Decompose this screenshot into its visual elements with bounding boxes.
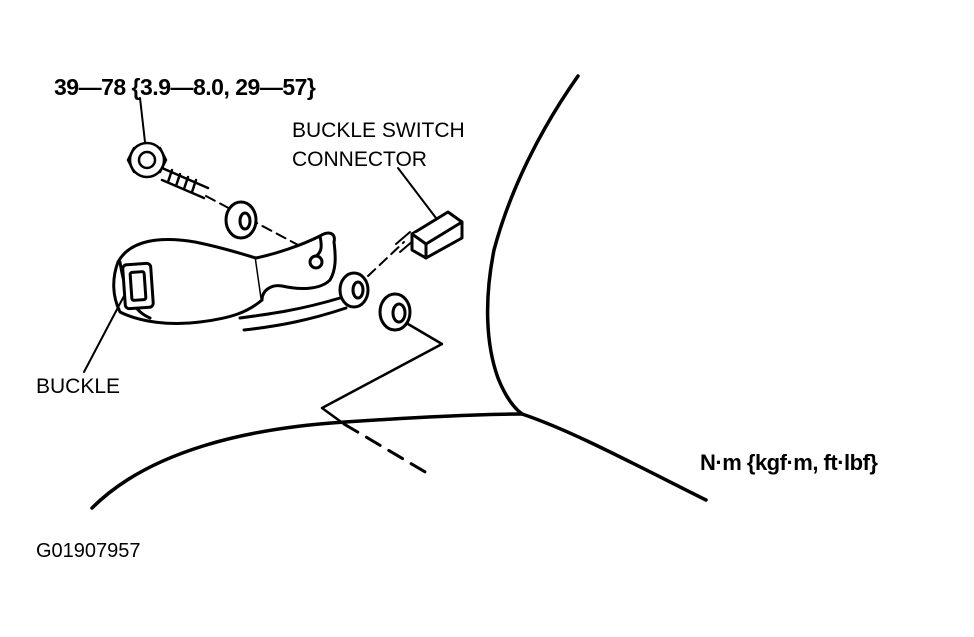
washer-1 <box>224 200 258 240</box>
buckle-leader-line <box>83 295 125 373</box>
torque-leader-line <box>139 97 146 143</box>
buckle-switch-label-line2: CONNECTOR <box>292 148 427 171</box>
anchor-leader-line <box>320 322 444 426</box>
buckle-switch-connector <box>410 210 464 260</box>
seat-side-outline <box>520 412 708 502</box>
torque-units-label: N·m {kgf·m, ft·lbf} <box>700 450 878 475</box>
anchor-bolt <box>126 141 210 200</box>
figure-id-label: G01907957 <box>36 540 141 562</box>
buckle-label: BUCKLE <box>36 375 121 398</box>
hidden-line-dashed <box>342 422 434 478</box>
torque-spec-label: 39—78 {3.9—8.0, 29—57} <box>54 74 316 100</box>
washer-3 <box>378 292 412 332</box>
seat-back-outline <box>485 74 580 416</box>
connector-wire <box>367 241 405 277</box>
buckle-body <box>112 238 264 325</box>
switch-leader-line <box>397 167 437 219</box>
buckle-switch-label-line1: BUCKLE SWITCH <box>292 119 465 142</box>
washer-2 <box>338 271 370 309</box>
buckle-stay <box>238 231 348 332</box>
seat-cushion-outline <box>90 412 524 510</box>
